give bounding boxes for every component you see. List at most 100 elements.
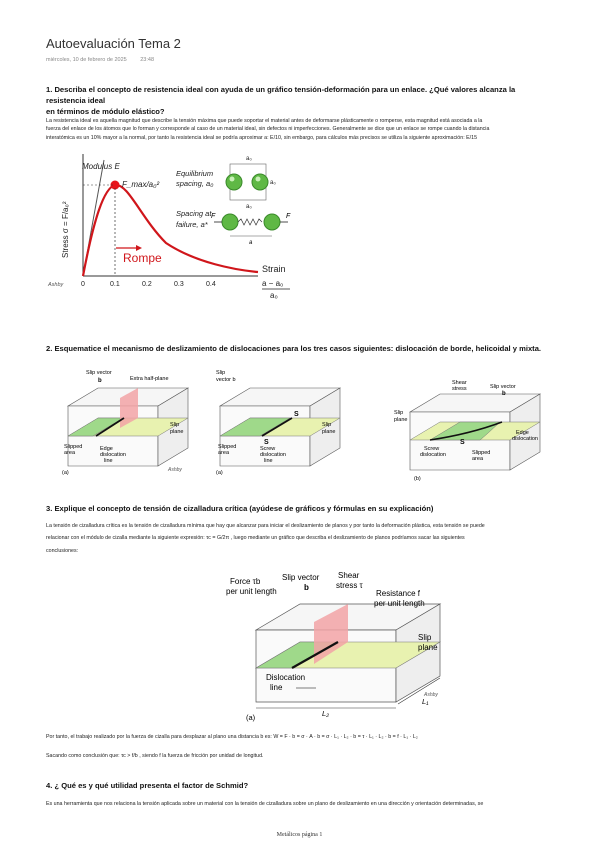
atom-right [251, 173, 269, 191]
strain-formula-bottom: a₀ [270, 291, 278, 300]
mixed-dislocation-line [429, 421, 503, 441]
atom-left [225, 173, 243, 191]
q4-heading: 4. ¿ Qué es y qué utilidad presenta el f… [46, 781, 249, 790]
slip-plane-label-1: Slip [394, 410, 403, 416]
shear-label-2: stress [452, 386, 467, 392]
screw-label-2: dislocation [260, 452, 286, 458]
l1-label: L₁ [422, 697, 429, 706]
screw-label-1: Screw [260, 446, 275, 452]
screw-dislocation-line [261, 417, 293, 437]
page-meta: miércoles, 10 de febrero de 2025 23:48 [46, 57, 166, 63]
edge-label-1: Edge [516, 430, 529, 436]
screw-label-3: line [264, 458, 273, 464]
screw-dislocation-figure: Slip vector b S S Slip plane Slipped are… [216, 370, 342, 476]
max-point [110, 180, 120, 190]
figure-a-label: (a) [62, 470, 69, 476]
q3-heading: 3. Explique el concepto de tensión de ci… [46, 504, 434, 513]
edge-dislocation-figure: Slip vector b Extra half-plane Slip plan… [62, 370, 190, 476]
a0-bottom-label: a₀ [246, 204, 252, 210]
b-label: b [502, 391, 506, 397]
slip-plane-label-1: Slip [322, 422, 331, 428]
atom-left-highlight [229, 176, 235, 182]
page-time: 23:48 [140, 57, 155, 63]
slipped-area [219, 417, 291, 437]
atom-fail-left [221, 213, 239, 231]
q1-heading-line-1: 1. Describa el concepto de resistencia i… [46, 85, 516, 105]
extra-half-plane [314, 604, 348, 664]
b-label: b [304, 583, 309, 592]
slip-vector-label: Slip vector [490, 384, 516, 390]
failure-label-1: Spacing at [176, 209, 212, 218]
resistance-label-1: Resistance f [376, 589, 421, 598]
q3-para-line-2: relacionar con el módulo de cizalla medi… [46, 535, 465, 542]
y-axis-label: Stress σ = F/a₀² [61, 201, 70, 258]
edge-dislocation-line [95, 417, 125, 437]
slip-plane-label-2: plane [394, 417, 407, 423]
dislocation-label-1: Dislocation [266, 673, 305, 682]
tick-3: 0.3 [174, 281, 184, 288]
l2-label: L₂ [322, 709, 329, 718]
page-date: miércoles, 10 de febrero de 2025 [46, 57, 127, 63]
force-label-2: per unit length [226, 587, 277, 596]
mixed-dislocation-figure: Shear stress Slip vector b Slip plane Sc… [394, 380, 542, 482]
slip-label-2: plane [418, 643, 438, 652]
q4-para-line-1: Es una herramienta que nos relaciona la … [46, 801, 484, 807]
critical-shear-figure: Force τb per unit length Slip vector b S… [226, 571, 442, 722]
figure-c-label: (b) [414, 476, 421, 482]
ashby-label: Ashby [423, 692, 438, 698]
ashby-label: Ashby [47, 282, 65, 288]
slipped-area-label-1: Slipped [64, 444, 82, 450]
stress-curve [81, 183, 259, 277]
q3-work-text: Por tanto, el trabajo realizado por la f… [46, 734, 418, 740]
tick-0: 0 [81, 281, 85, 288]
a-label: a [249, 240, 253, 246]
fmax-label: F_max/a₀² [122, 180, 159, 189]
q3-para-line-3: conclusiones: [46, 547, 79, 554]
slip-vector-label: Slip vector [86, 370, 112, 376]
equilibrium-label-2: spacing, a₀ [176, 179, 213, 188]
slipped-area-label-2: area [218, 450, 230, 456]
q1-para-line-3: interatómica es un 10% mayor a la normal… [46, 134, 478, 141]
s-label: S [460, 439, 465, 446]
modulus-label: Modulus E [82, 162, 120, 171]
x-ticks: 0 0.1 0.2 0.3 0.4 [81, 281, 216, 288]
page-title: Autoevaluación Tema 2 [46, 36, 181, 51]
slip-vector-label: Slip vector [282, 573, 320, 582]
slip-vector-label-2: vector b [216, 377, 236, 383]
shear-label-2: stress τ [336, 581, 364, 590]
dislocation-line [291, 641, 339, 669]
q1-para-line-2: fuerza del enlace de los átomos que lo f… [46, 126, 490, 133]
shear-label-1: Shear [338, 571, 360, 580]
dislocation-label-2: line [270, 683, 283, 692]
shear-label-1: Shear [452, 380, 467, 386]
resistance-label-2: per unit length [374, 599, 425, 608]
screw-label-1: Screw [424, 446, 439, 452]
edge-label-2: dislocation [100, 452, 126, 458]
stress-strain-figure: Rompe Modulus E F_max/a₀² Stress σ = F/a… [47, 154, 291, 300]
figure-label: (a) [246, 713, 256, 722]
spring [237, 218, 263, 226]
slip-plane-label-2: plane [170, 429, 183, 435]
slip-label-1: Slip [418, 633, 432, 642]
strain-label: Strain [262, 264, 286, 274]
q1-heading-line-2: en términos de módulo elástico? [46, 107, 165, 116]
s-label-bottom: S [264, 439, 269, 446]
b-label: b [98, 378, 102, 384]
a0-top-label: a₀ [246, 156, 252, 162]
s-label-top: S [294, 411, 299, 418]
slip-plane-label-2: plane [322, 429, 335, 435]
tick-4: 0.4 [206, 281, 216, 288]
rompe-arrow-head [136, 245, 142, 251]
failure-label-2: failure, a* [176, 220, 209, 229]
edge-label-1: Edge [100, 446, 113, 452]
slipped-area-label-2: area [64, 450, 76, 456]
ashby-label-a: Ashby [167, 467, 182, 473]
q3-conclusion-text: Sacando como conclusión que: τc > f/b , … [46, 753, 264, 759]
extra-half-plane [120, 388, 138, 428]
q3-paragraph: La tensión de cizalladura crítica es la … [46, 522, 566, 555]
slip-vector-label-1: Slip [216, 370, 225, 376]
atom-fail-right [263, 213, 281, 231]
rompe-label: Rompe [123, 251, 162, 265]
extra-half-plane-label: Extra half-plane [130, 376, 169, 382]
